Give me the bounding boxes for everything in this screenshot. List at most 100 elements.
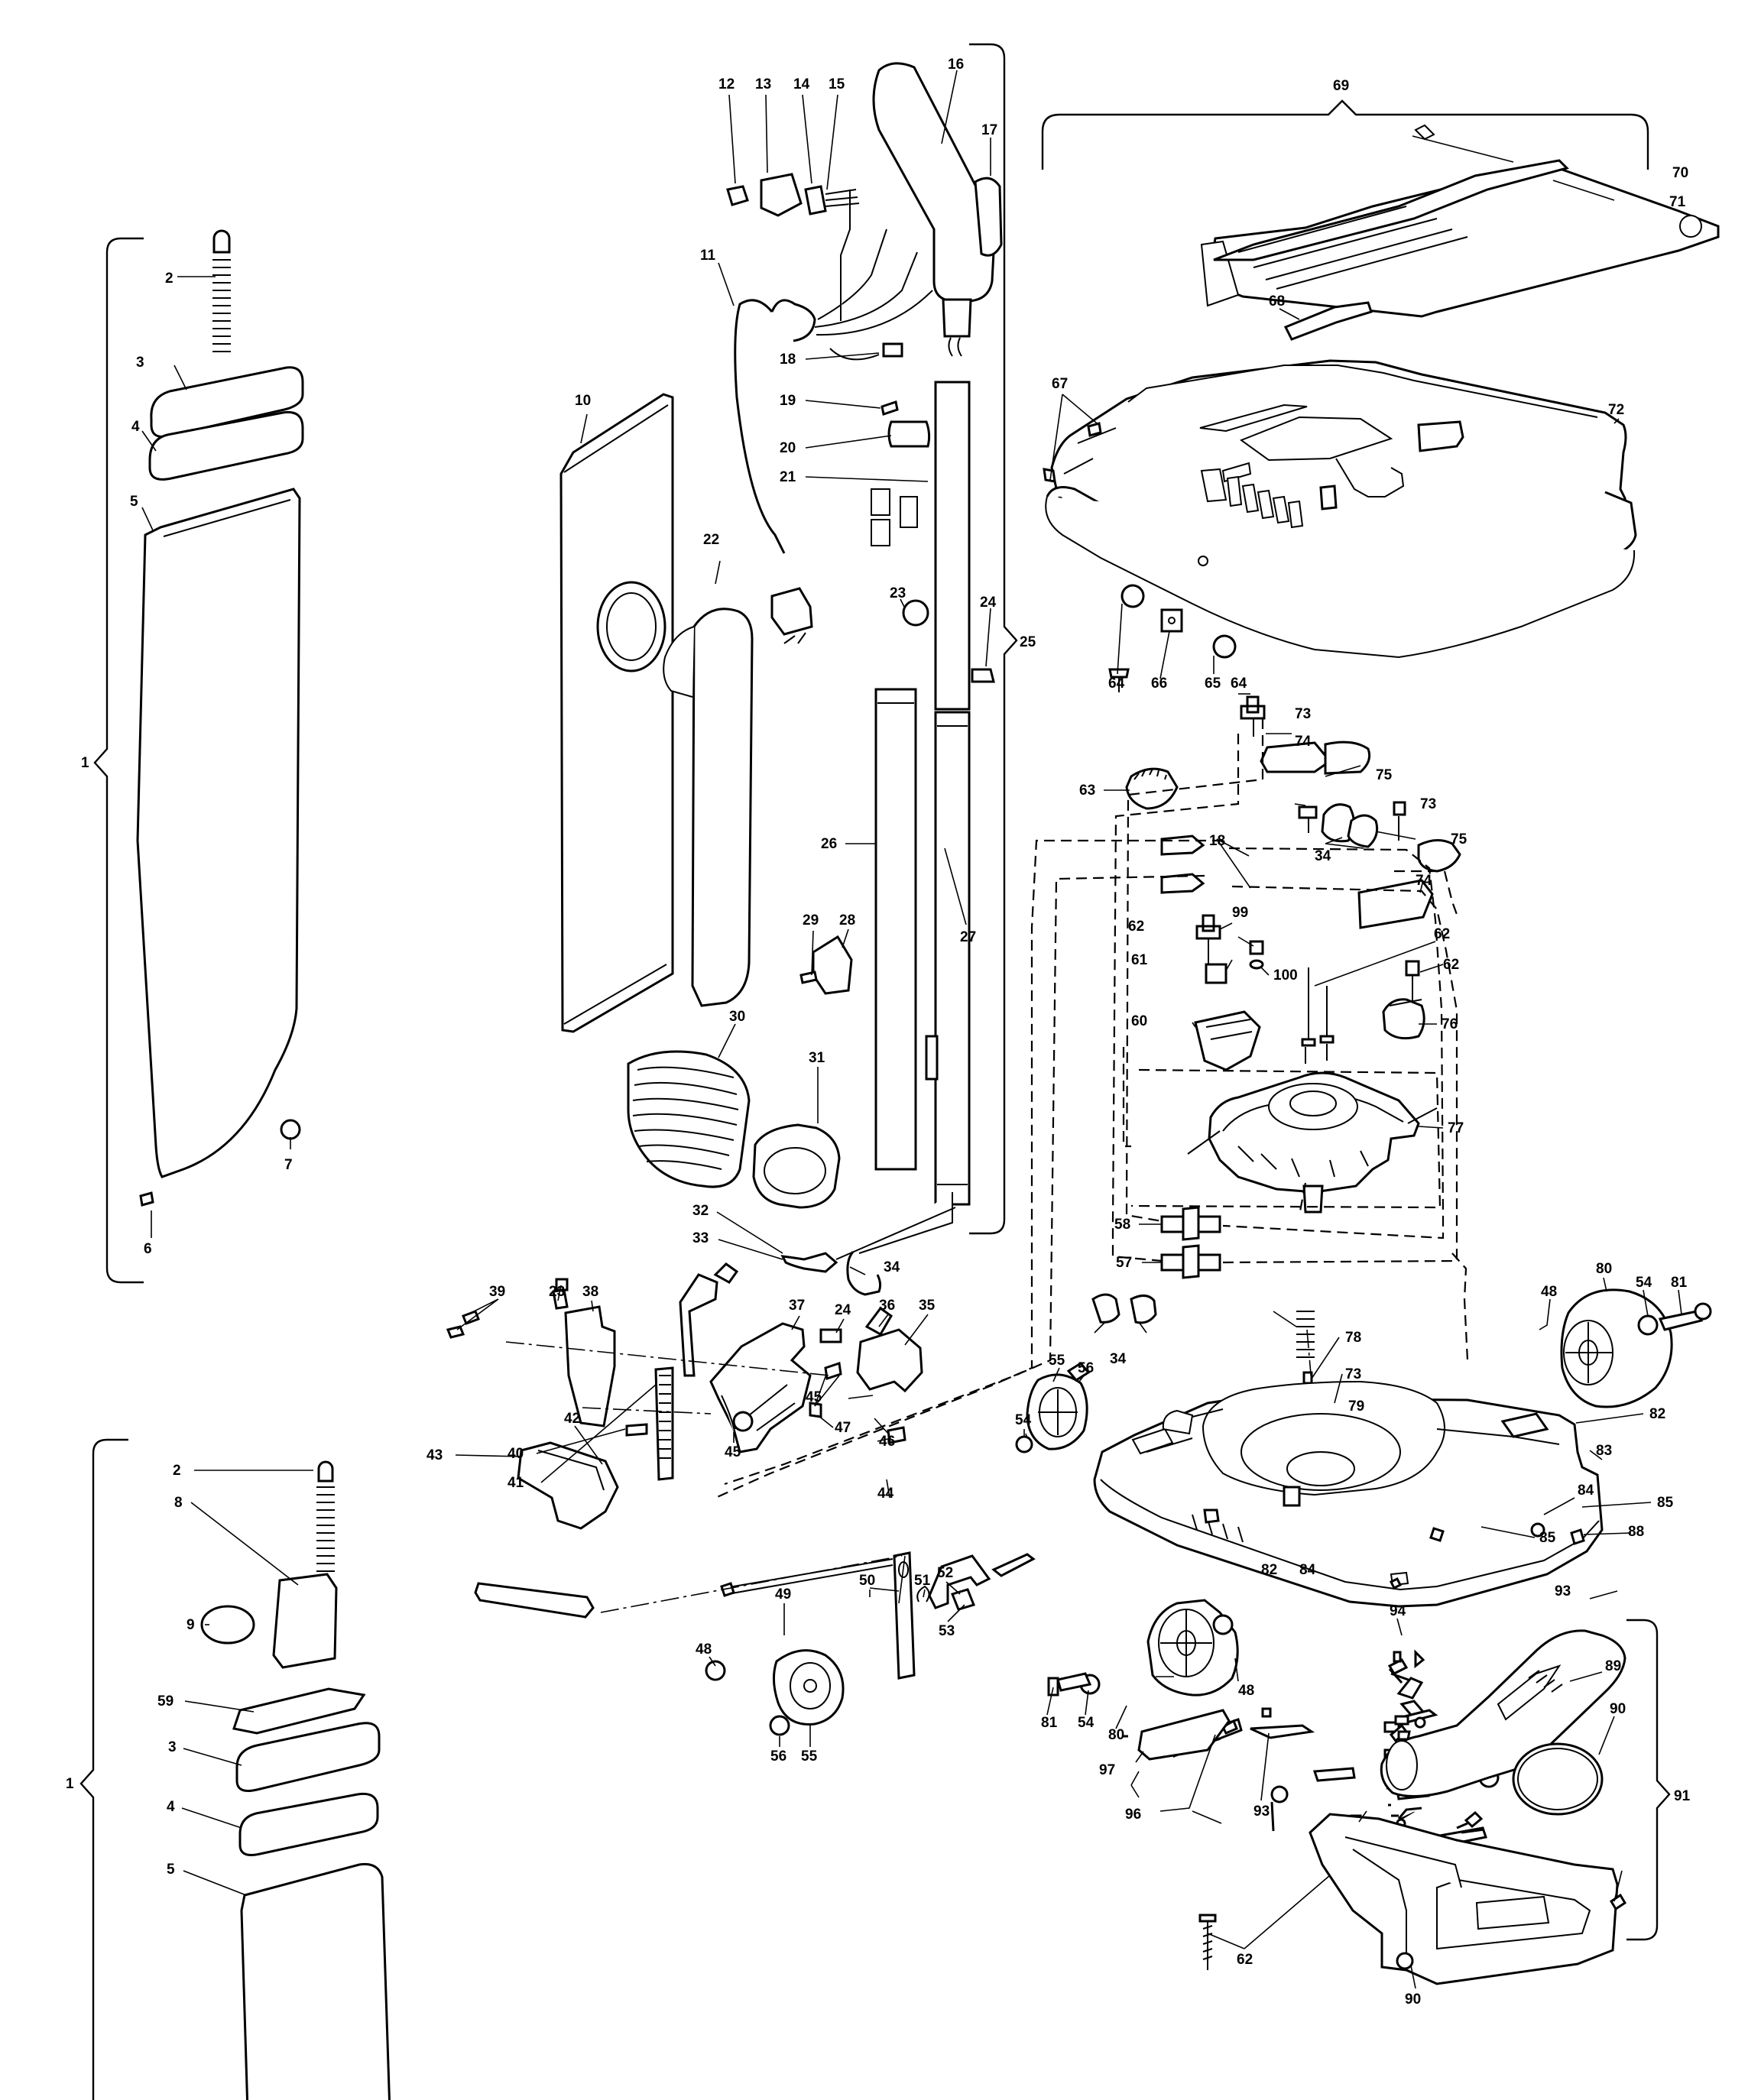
part-label-37: 37 [789, 1298, 805, 1314]
part-label-34: 34 [1110, 1351, 1127, 1367]
bag-and-adapter [559, 393, 754, 1033]
part-label-88: 88 [1628, 1524, 1644, 1540]
part-label-23: 23 [890, 585, 906, 601]
part-label-21: 21 [780, 469, 796, 485]
part-label-14: 14 [793, 76, 810, 92]
hose-and-clamp [627, 1050, 841, 1209]
part-label-29: 29 [803, 912, 819, 928]
part-label-89: 89 [1605, 1658, 1621, 1674]
part-label-3: 3 [168, 1739, 177, 1755]
part-label-74: 74 [1416, 873, 1432, 889]
part-label-69: 69 [1333, 78, 1349, 94]
part-label-3: 3 [136, 355, 144, 371]
part-label-62: 62 [1434, 926, 1450, 942]
part-label-54: 54 [1636, 1275, 1652, 1291]
part-label-63: 63 [1079, 783, 1095, 799]
part-label-12: 12 [718, 76, 735, 92]
part-label-18: 18 [1209, 833, 1225, 849]
part-label-76: 76 [1442, 1016, 1458, 1032]
part-label-41: 41 [508, 1475, 524, 1491]
part-label-10: 10 [575, 393, 591, 409]
part-label-66: 66 [1151, 676, 1167, 692]
part-label-42: 42 [564, 1411, 580, 1427]
part-label-80: 80 [1596, 1261, 1612, 1277]
part-label-72: 72 [1608, 402, 1624, 418]
part-label-5: 5 [167, 1862, 175, 1878]
part-label-56: 56 [1078, 1360, 1094, 1376]
part-label-55: 55 [801, 1748, 818, 1765]
part-label-11: 11 [700, 248, 716, 264]
part-label-96: 96 [1125, 1807, 1141, 1823]
part-label-84: 84 [1299, 1562, 1316, 1578]
part-label-4: 4 [167, 1799, 175, 1815]
part-label-99: 99 [1232, 905, 1248, 921]
part-label-2: 2 [165, 271, 174, 287]
part-label-91: 91 [1674, 1788, 1691, 1804]
part-label-45: 45 [806, 1389, 822, 1405]
part-label-62: 62 [1443, 957, 1459, 973]
part-label-81: 81 [1671, 1275, 1688, 1291]
alignment-lines [505, 1329, 1312, 1613]
part-label-48: 48 [1541, 1284, 1557, 1300]
part-label-45: 45 [725, 1444, 741, 1460]
part-label-85: 85 [1657, 1495, 1674, 1511]
part-label-64: 64 [1108, 676, 1125, 692]
part-label-15: 15 [829, 76, 845, 92]
part-label-19: 19 [780, 393, 796, 409]
part-label-30: 30 [729, 1009, 745, 1025]
part-label-50: 50 [859, 1573, 875, 1589]
part-label-62: 62 [1128, 919, 1144, 935]
part-label-47: 47 [835, 1420, 851, 1436]
base-assembly [1091, 1293, 1604, 1608]
part-label-54: 54 [1015, 1412, 1032, 1428]
part-label-9: 9 [186, 1617, 195, 1633]
part-label-62: 62 [1237, 1952, 1253, 1968]
part-label-36: 36 [879, 1298, 895, 1314]
part-label-6: 6 [144, 1241, 152, 1257]
part-label-26: 26 [821, 836, 837, 852]
part-label-97: 97 [1099, 1762, 1115, 1778]
part-label-25: 25 [1020, 634, 1036, 650]
part-label-5: 5 [130, 494, 138, 510]
part-label-64: 64 [1231, 676, 1247, 692]
part-label-46: 46 [879, 1434, 895, 1450]
part-label-58: 58 [1114, 1217, 1130, 1233]
part-label-34: 34 [884, 1259, 900, 1275]
part-label-57: 57 [1116, 1255, 1132, 1271]
part-label-75: 75 [1451, 831, 1468, 847]
part-label-23: 23 [549, 1284, 565, 1300]
part-label-73: 73 [1345, 1366, 1361, 1382]
part-label-74: 74 [1295, 734, 1312, 750]
part-label-40: 40 [508, 1446, 524, 1462]
part-label-35: 35 [919, 1298, 936, 1314]
part-label-16: 16 [948, 57, 964, 73]
part-label-18: 18 [780, 352, 796, 368]
part-label-39: 39 [489, 1284, 505, 1300]
right-wheels [1047, 1288, 1712, 1697]
part-label-82: 82 [1261, 1562, 1277, 1578]
part-label-93: 93 [1253, 1803, 1270, 1820]
part-label-94: 94 [1390, 1603, 1406, 1619]
group-brackets [79, 43, 1671, 2100]
part-label-24: 24 [980, 595, 997, 611]
bottom-plate-parts [1122, 1527, 1627, 1985]
part-number-labels: 2 3 4 5 1 7 6 2 8 9 59 3 4 5 1 10 11 12 … [66, 57, 1691, 2008]
part-label-7: 7 [284, 1157, 293, 1173]
part-label-85: 85 [1539, 1530, 1556, 1546]
part-label-93: 93 [1555, 1583, 1571, 1599]
part-label-44: 44 [877, 1486, 894, 1502]
handle-tube-assembly [799, 62, 1003, 1254]
part-label-68: 68 [1269, 293, 1285, 309]
part-label-82: 82 [1649, 1406, 1665, 1422]
center-wheels [1015, 1362, 1091, 1453]
motor-electrical [1108, 584, 1461, 1279]
part-label-32: 32 [692, 1203, 709, 1219]
part-label-2: 2 [173, 1463, 181, 1479]
part-label-71: 71 [1669, 194, 1686, 210]
part-label-28: 28 [839, 912, 855, 928]
part-label-55: 55 [1049, 1353, 1065, 1369]
part-label-73: 73 [1420, 796, 1436, 812]
cord-wiring [726, 173, 995, 683]
part-label-31: 31 [809, 1050, 825, 1066]
part-label-51: 51 [914, 1573, 931, 1589]
